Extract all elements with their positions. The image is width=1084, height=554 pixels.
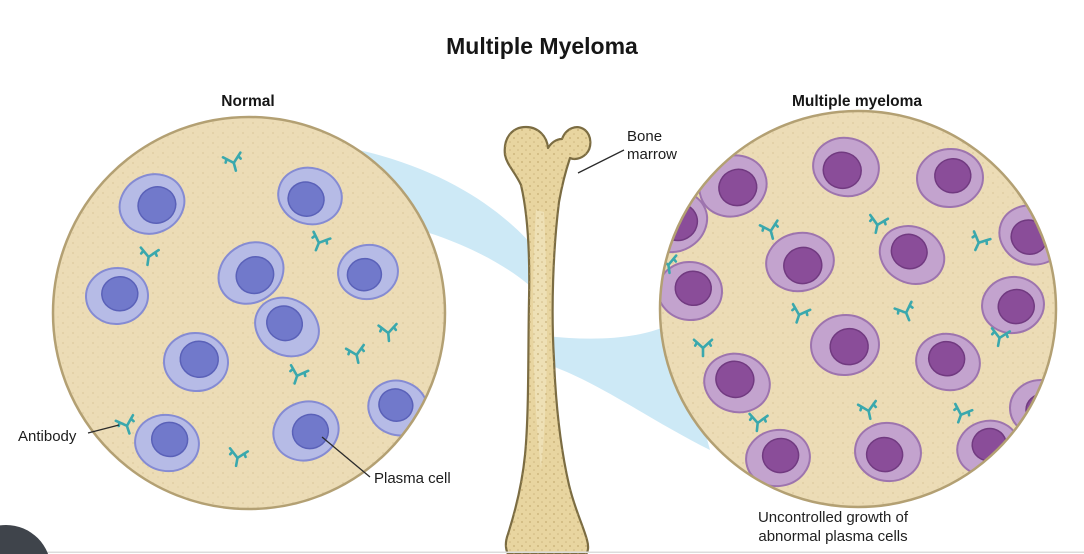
plasma-cell <box>915 332 981 392</box>
corner-button[interactable] <box>0 525 51 554</box>
normal-panel <box>51 115 447 511</box>
bone-marrow-label-line1: Bone <box>627 128 662 145</box>
plasma-cell <box>703 352 771 414</box>
plasma-cell <box>765 231 835 293</box>
antibody-icon <box>692 338 714 358</box>
normal-antibodies-layer <box>114 151 398 468</box>
plasma-cell <box>810 313 880 377</box>
antibody-icon <box>971 230 992 252</box>
plasma-cell <box>337 243 399 301</box>
antibody-icon <box>377 322 398 343</box>
plasma-cell <box>1009 379 1056 437</box>
plasma-cell <box>878 225 946 285</box>
plasma-cell <box>812 136 880 198</box>
page-title: Multiple Myeloma <box>446 33 638 59</box>
antibody-icon <box>221 151 242 172</box>
antibody-icon <box>893 300 914 322</box>
plasma-cell <box>272 400 340 462</box>
antibody-icon <box>114 413 135 435</box>
plasma-cell <box>217 241 285 305</box>
myeloma-panel <box>658 109 1058 509</box>
antibody-icon <box>868 213 890 235</box>
antibody-icon <box>228 447 250 468</box>
antibody-icon <box>311 230 332 252</box>
plasma-cell <box>85 266 149 326</box>
antibody-icon <box>791 302 812 324</box>
normal-cells-layer <box>85 166 429 473</box>
antibody-icon <box>758 219 779 240</box>
plasma-cell-pointer-line <box>321 436 371 478</box>
bone-marrow-pointer-line <box>577 149 625 174</box>
antibody-icon <box>289 363 310 385</box>
myeloma-panel-label: Multiple myeloma <box>792 93 922 110</box>
normal-circle-border <box>51 115 447 511</box>
plasma-cell <box>916 147 984 209</box>
normal-panel-label: Normal <box>221 93 274 110</box>
antibody-icon <box>856 399 878 421</box>
plasma-cell-label: Plasma cell <box>374 470 451 487</box>
bone-illustration <box>503 125 592 554</box>
myeloma-circle-border <box>658 109 1058 509</box>
antibody-icon <box>953 402 974 424</box>
antibody-icon <box>990 327 1012 348</box>
bone-texture <box>504 127 591 554</box>
plasma-cell <box>660 260 723 322</box>
bottom-divider <box>0 551 1084 553</box>
myeloma-caption-line2: abnormal plasma cells <box>758 528 907 545</box>
myeloma-antibodies-layer <box>660 213 1012 433</box>
antibody-icon <box>748 412 769 433</box>
plasma-cell <box>854 421 922 483</box>
antibody-icon <box>139 246 160 267</box>
antibody-label: Antibody <box>18 428 77 445</box>
plasma-cell <box>163 331 229 393</box>
plasma-cell <box>981 275 1045 335</box>
bone-marrow-label-line2: marrow <box>627 146 677 163</box>
plasma-cell <box>134 413 200 473</box>
plasma-cell <box>118 173 186 235</box>
myeloma-caption-line1: Uncontrolled growth of <box>758 509 909 526</box>
plasma-cell <box>254 296 320 358</box>
plasma-cell <box>745 428 811 488</box>
antibody-pointer-line <box>87 424 120 434</box>
antibody-icon <box>344 343 366 365</box>
plasma-cell <box>277 166 343 226</box>
